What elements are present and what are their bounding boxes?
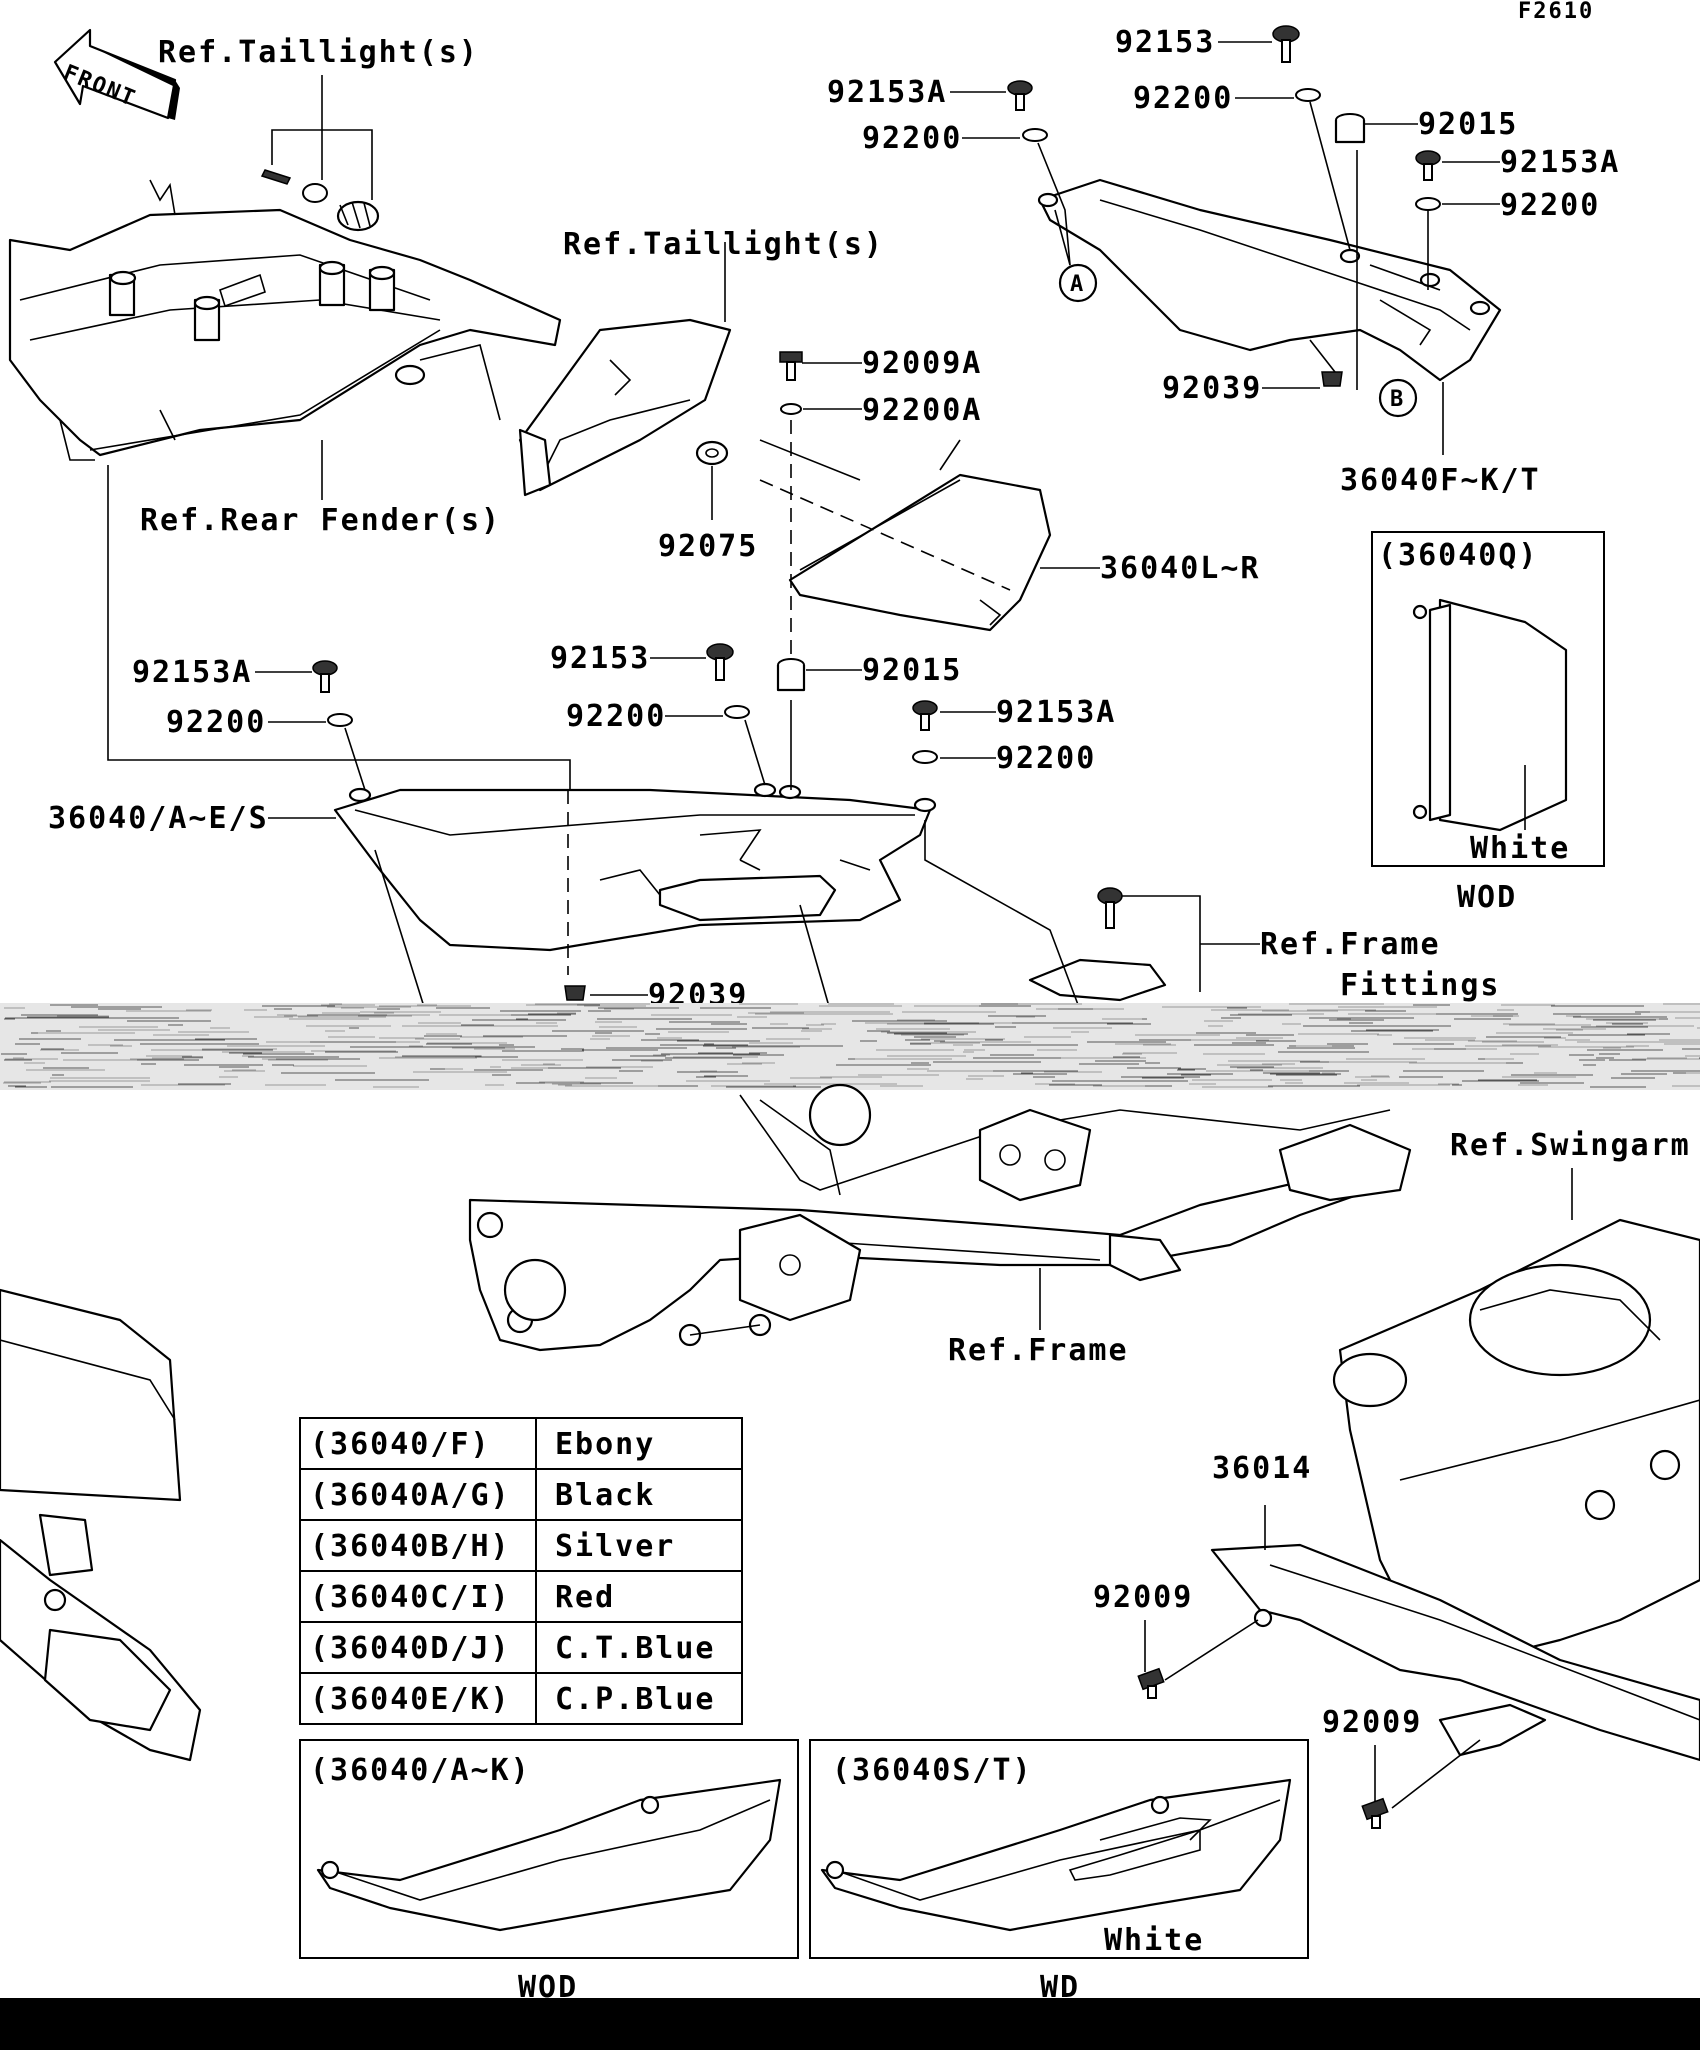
- label-92039-top: 92039: [1162, 371, 1262, 406]
- ref-frame-fittings-label-1: Ref.Frame: [1260, 927, 1441, 962]
- rear-fender-assembly: [8, 179, 562, 461]
- bottom-bar: [0, 1998, 1700, 2050]
- bolt-92009-b: [1361, 1797, 1389, 1829]
- color-table-code: (36040B/H): [310, 1529, 511, 1564]
- label-92200-mid2: 92200: [996, 741, 1096, 776]
- fastener-92039-top: [1321, 371, 1343, 387]
- label-92200-top2: 92200: [1133, 81, 1233, 116]
- grommet-92075: [695, 440, 729, 466]
- label-92200-left: 92200: [166, 705, 266, 740]
- inset-q-title: (36040Q): [1378, 538, 1539, 573]
- inset-q-color: White: [1470, 831, 1570, 866]
- collar-92015-top: [1334, 113, 1366, 144]
- ref-swingarm-label: Ref.Swingarm: [1450, 1128, 1691, 1163]
- screw-92153a-top: [1007, 80, 1033, 111]
- ref-frame-label: Ref.Frame: [948, 1333, 1129, 1368]
- callout-a-label: A: [1070, 272, 1085, 297]
- inset-st-color: White: [1104, 1923, 1204, 1958]
- washer-92200-mid2: [912, 750, 938, 764]
- label-92200a: 92200A: [862, 393, 982, 428]
- swingarm-left-fragment: [0, 1288, 202, 1762]
- label-92009-b: 92009: [1322, 1705, 1422, 1740]
- washer-92200-left: [327, 713, 353, 727]
- color-table-code: (36040C/I): [310, 1580, 511, 1615]
- callout-b: B: [1378, 378, 1418, 418]
- color-table-code: (36040D/J): [310, 1631, 511, 1666]
- screw-92153a-mid: [912, 700, 938, 731]
- label-36014: 36014: [1212, 1451, 1312, 1486]
- rear-frame: [468, 1083, 1412, 1352]
- taillight-hardware: [260, 169, 380, 232]
- label-92009a: 92009A: [862, 346, 982, 381]
- washer-92200a: [780, 403, 802, 415]
- washer-92200-top1: [1022, 128, 1048, 142]
- label-36040l-r: 36040L~R: [1100, 551, 1261, 586]
- washer-92200-mid: [724, 705, 750, 719]
- label-92015-top: 92015: [1418, 107, 1518, 142]
- color-table-code: (36040/F): [310, 1427, 491, 1462]
- scan-noise-band: [0, 1003, 1700, 1090]
- color-table-code: (36040E/K): [310, 1682, 511, 1717]
- label-92153a-left: 92153A: [132, 655, 252, 690]
- label-36040-a-e-s: 36040/A~E/S: [48, 801, 269, 836]
- cover-36040l-r: [788, 473, 1052, 632]
- label-36040f-k-t: 36040F~K/T: [1340, 463, 1541, 498]
- taillight-unit: [518, 318, 732, 497]
- color-table-color: C.T.Blue: [555, 1631, 716, 1666]
- screw-92153-top: [1272, 25, 1300, 63]
- label-92015-mid: 92015: [862, 653, 962, 688]
- ref-rear-fender-label: Ref.Rear Fender(s): [140, 503, 501, 538]
- side-cover-36040-a-e-s: [333, 782, 937, 952]
- label-92153a-top: 92153A: [827, 75, 947, 110]
- label-92009-a: 92009: [1093, 1580, 1193, 1615]
- color-table-color: Black: [555, 1478, 655, 1513]
- cover-36040f-k-t: [1037, 178, 1502, 382]
- color-table-color: Ebony: [555, 1427, 655, 1462]
- label-92153-mid: 92153: [550, 641, 650, 676]
- ref-taillight-label-2: Ref.Taillight(s): [563, 227, 884, 262]
- screw-92153a-right: [1415, 150, 1441, 181]
- collar-92015-mid: [776, 658, 806, 692]
- label-92153a-right: 92153A: [1500, 145, 1620, 180]
- callout-b-label: B: [1390, 387, 1405, 412]
- color-table-code: (36040A/G): [310, 1478, 511, 1513]
- inset-st-title: (36040S/T): [832, 1753, 1033, 1788]
- inset-q-caption: WOD: [1457, 880, 1517, 915]
- ref-frame-fittings-label-2: Fittings: [1340, 968, 1501, 1003]
- figure-code: F2610: [1518, 0, 1594, 24]
- color-table-color: Red: [555, 1580, 615, 1615]
- label-92153-top: 92153: [1115, 25, 1215, 60]
- color-table: (36040/F) Ebony (36040A/G) Black (36040B/H) S…: [299, 1417, 743, 1725]
- screw-92009a: [779, 351, 803, 381]
- inset-36040-a-k: (36040/A~K): [299, 1739, 799, 1959]
- washer-92200-top2: [1295, 88, 1321, 102]
- bolt-92009-a: [1137, 1667, 1165, 1699]
- chain-guard-36014: [1210, 1543, 1700, 1762]
- inset-36040q: (36040Q) White: [1371, 531, 1605, 867]
- label-92200-right: 92200: [1500, 188, 1600, 223]
- fastener-92039-bottom: [564, 985, 586, 1001]
- screw-92153a-left: [312, 660, 338, 693]
- swingarm: [1332, 1218, 1700, 1662]
- screw-92153-mid: [706, 643, 734, 681]
- label-92200-mid: 92200: [566, 699, 666, 734]
- label-92075: 92075: [658, 529, 758, 564]
- color-table-color: Silver: [555, 1529, 675, 1564]
- callout-a: A: [1058, 263, 1098, 303]
- washer-92200-right: [1415, 197, 1441, 211]
- label-92153a-mid: 92153A: [996, 695, 1116, 730]
- inset-36040s-t: (36040S/T) White: [809, 1739, 1309, 1959]
- ref-taillight-label-1: Ref.Taillight(s): [158, 35, 479, 70]
- inset-ak-title: (36040/A~K): [310, 1753, 531, 1788]
- frame-fittings-bolt: [1028, 887, 1167, 1002]
- color-table-color: C.P.Blue: [555, 1682, 716, 1717]
- label-92200-top1: 92200: [862, 121, 962, 156]
